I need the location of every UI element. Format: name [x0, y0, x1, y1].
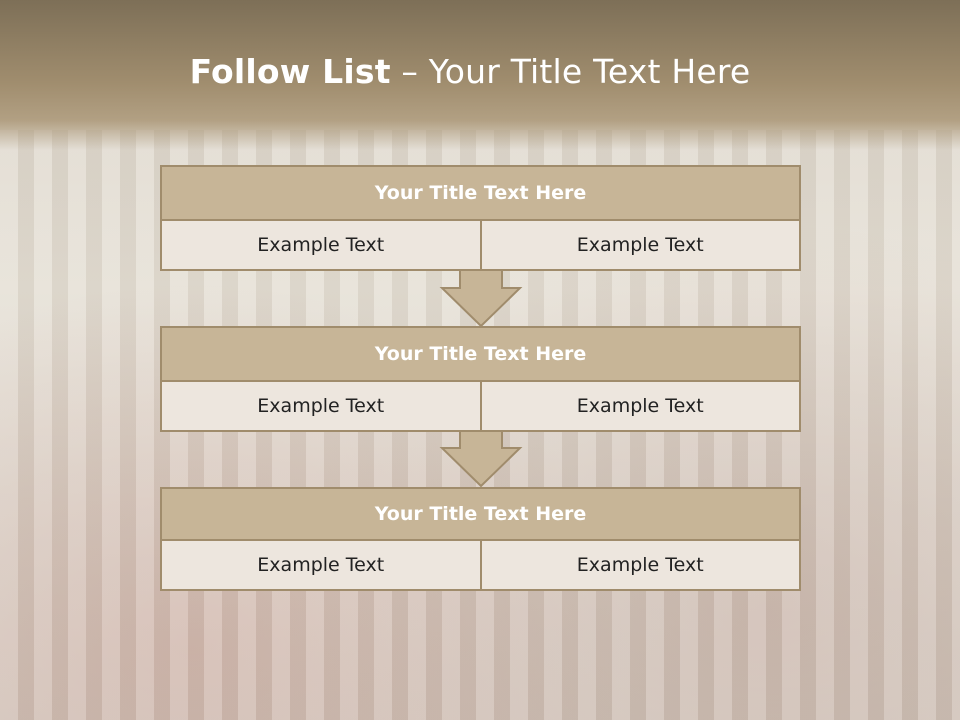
- down-arrow-icon: [439, 270, 523, 328]
- list-block: Your Title Text Here Example Text Exampl…: [160, 487, 801, 591]
- block-cells: Example Text Example Text: [160, 221, 801, 271]
- slide-title: Follow List – Your Title Text Here: [0, 52, 940, 91]
- list-block: Your Title Text Here Example Text Exampl…: [160, 165, 801, 271]
- block-cell-right: Example Text: [481, 221, 801, 271]
- list-block: Your Title Text Here Example Text Exampl…: [160, 326, 801, 432]
- block-cell-right: Example Text: [481, 541, 801, 591]
- block-cell-left: Example Text: [160, 382, 482, 432]
- block-heading: Your Title Text Here: [160, 165, 801, 221]
- block-cell-left: Example Text: [160, 541, 482, 591]
- block-cells: Example Text Example Text: [160, 541, 801, 591]
- block-cells: Example Text Example Text: [160, 382, 801, 432]
- slide-title-bold: Follow List: [189, 52, 391, 91]
- header-band: [0, 0, 960, 150]
- slide-title-rest: – Your Title Text Here: [390, 52, 751, 91]
- block-heading: Your Title Text Here: [160, 487, 801, 541]
- block-cell-left: Example Text: [160, 221, 482, 271]
- down-arrow-icon: [439, 430, 523, 488]
- block-cell-right: Example Text: [481, 382, 801, 432]
- block-heading: Your Title Text Here: [160, 326, 801, 382]
